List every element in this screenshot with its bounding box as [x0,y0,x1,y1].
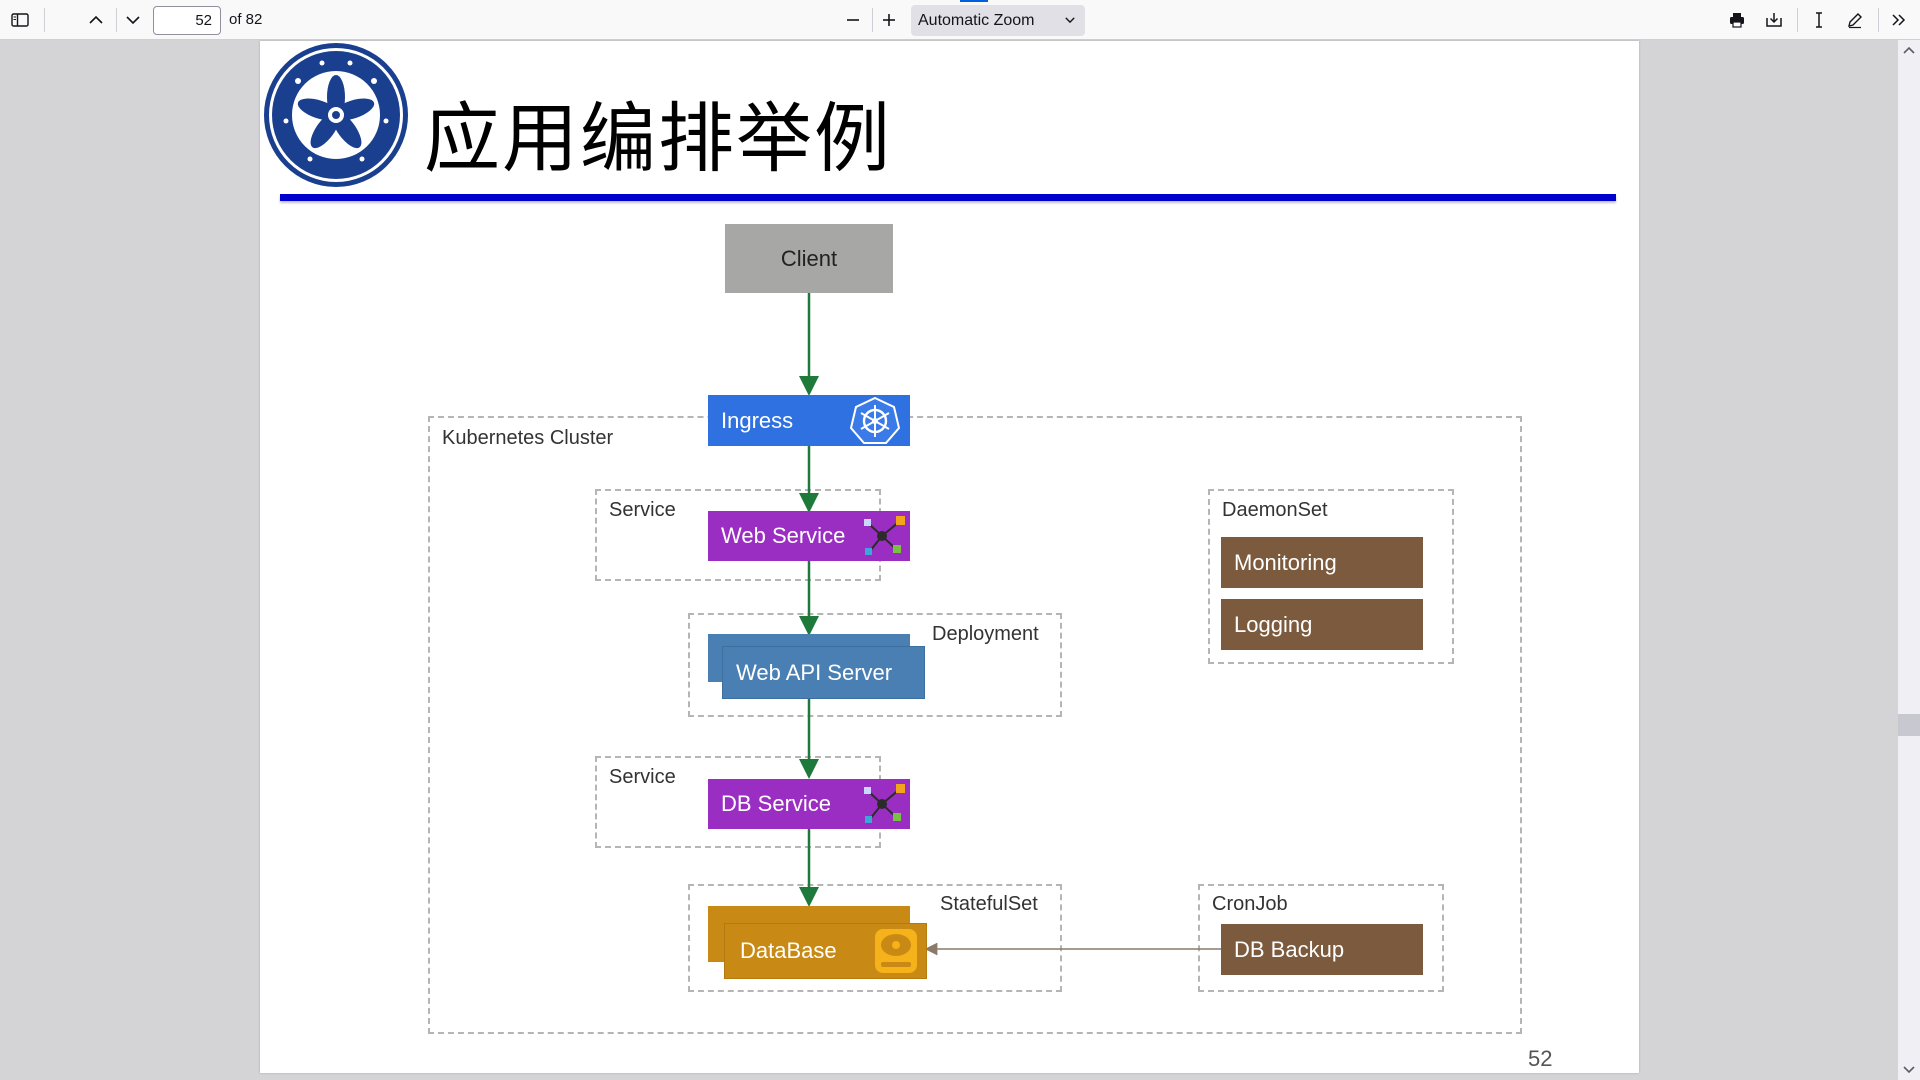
web-api-server-label: Web API Server [736,659,893,685]
zoom-in-button[interactable] [873,6,905,34]
pdf-page: 应用编排举例 Kubernetes Cluster Service Deploy… [260,41,1639,1073]
text-cursor-icon [1816,12,1822,28]
service-network-icon [864,784,905,823]
web-api-server-box: Web API Server [722,646,925,699]
zoom-out-button[interactable] [837,6,869,34]
logging-label: Logging [1234,611,1313,637]
db-backup-label: DB Backup [1234,936,1345,962]
scrollbar-thumb[interactable] [1898,714,1920,736]
download-icon [1766,13,1782,27]
cronjob-label: CronJob [1212,893,1288,915]
minus-icon [847,19,859,21]
page-count-label: of 82 [229,11,263,28]
pencil-icon [1848,13,1862,29]
service-label: Service [609,499,676,521]
scroll-up-arrow-icon[interactable] [1902,44,1916,58]
scroll-down-arrow-icon[interactable] [1902,1062,1916,1076]
more-tools-button[interactable] [1883,6,1915,34]
kubernetes-helm-icon [849,396,901,444]
db-service-label: DB Service [721,791,832,816]
toolbar-divider [872,8,873,32]
toolbar-divider [1878,8,1879,32]
monitoring-box: Monitoring [1221,537,1423,588]
client-box: Client [725,224,893,293]
chevron-down-icon [1065,17,1075,24]
cronjob-group-box [1198,884,1444,992]
deployment-label: Deployment [932,623,1039,645]
double-chevron-right-icon [1892,14,1906,26]
cas-logo-icon [264,43,408,187]
statefulset-label: StatefulSet [940,893,1038,915]
daemonset-group-box [1208,489,1454,664]
draw-tool-button[interactable] [1839,6,1871,34]
pdf-toolbar: 52 of 82 Automatic Zoom [0,0,1920,40]
logging-box: Logging [1221,599,1423,650]
toolbar-divider [116,8,117,32]
zoom-select-value: Automatic Zoom [918,12,1035,29]
title-divider [280,194,1616,201]
database-label: DataBase [740,938,837,963]
hard-disk-icon [875,929,917,973]
vertical-scrollbar[interactable] [1898,40,1920,1080]
service-label: Service [609,766,676,788]
service-network-icon [864,516,905,555]
zoom-progress-indicator [960,0,988,2]
text-tool-button[interactable] [1803,6,1835,34]
monitoring-label: Monitoring [1234,549,1337,575]
zoom-select[interactable]: Automatic Zoom [911,5,1085,36]
daemonset-label: DaemonSet [1222,499,1328,521]
toolbar-divider [44,8,45,32]
slide-page-number: 52 [1528,1046,1553,1071]
print-button[interactable] [1721,6,1753,34]
web-service-label: Web Service [721,523,846,548]
cluster-label: Kubernetes Cluster [442,427,614,449]
printer-icon [1730,13,1744,28]
db-backup-box: DB Backup [1221,924,1423,975]
page-number-input[interactable]: 52 [153,6,221,35]
deployment-group-box [688,613,1062,717]
statefulset-group-box [688,884,1062,992]
kubernetes-cluster-box [428,416,1522,1034]
web-service-box: Web Service [708,511,910,561]
chevron-up-icon [89,15,103,24]
next-page-button[interactable] [117,6,149,34]
toolbar-divider [1797,8,1798,32]
plus-icon [883,14,895,26]
sidebar-icon [11,13,29,27]
ingress-label: Ingress [721,407,794,433]
chevron-down-icon [126,16,140,25]
save-button[interactable] [1758,6,1790,34]
slide-title: 应用编排举例 [424,94,892,183]
db-service-box: DB Service [708,779,910,829]
sidebar-toggle-button[interactable] [4,6,36,34]
previous-page-button[interactable] [80,6,112,34]
